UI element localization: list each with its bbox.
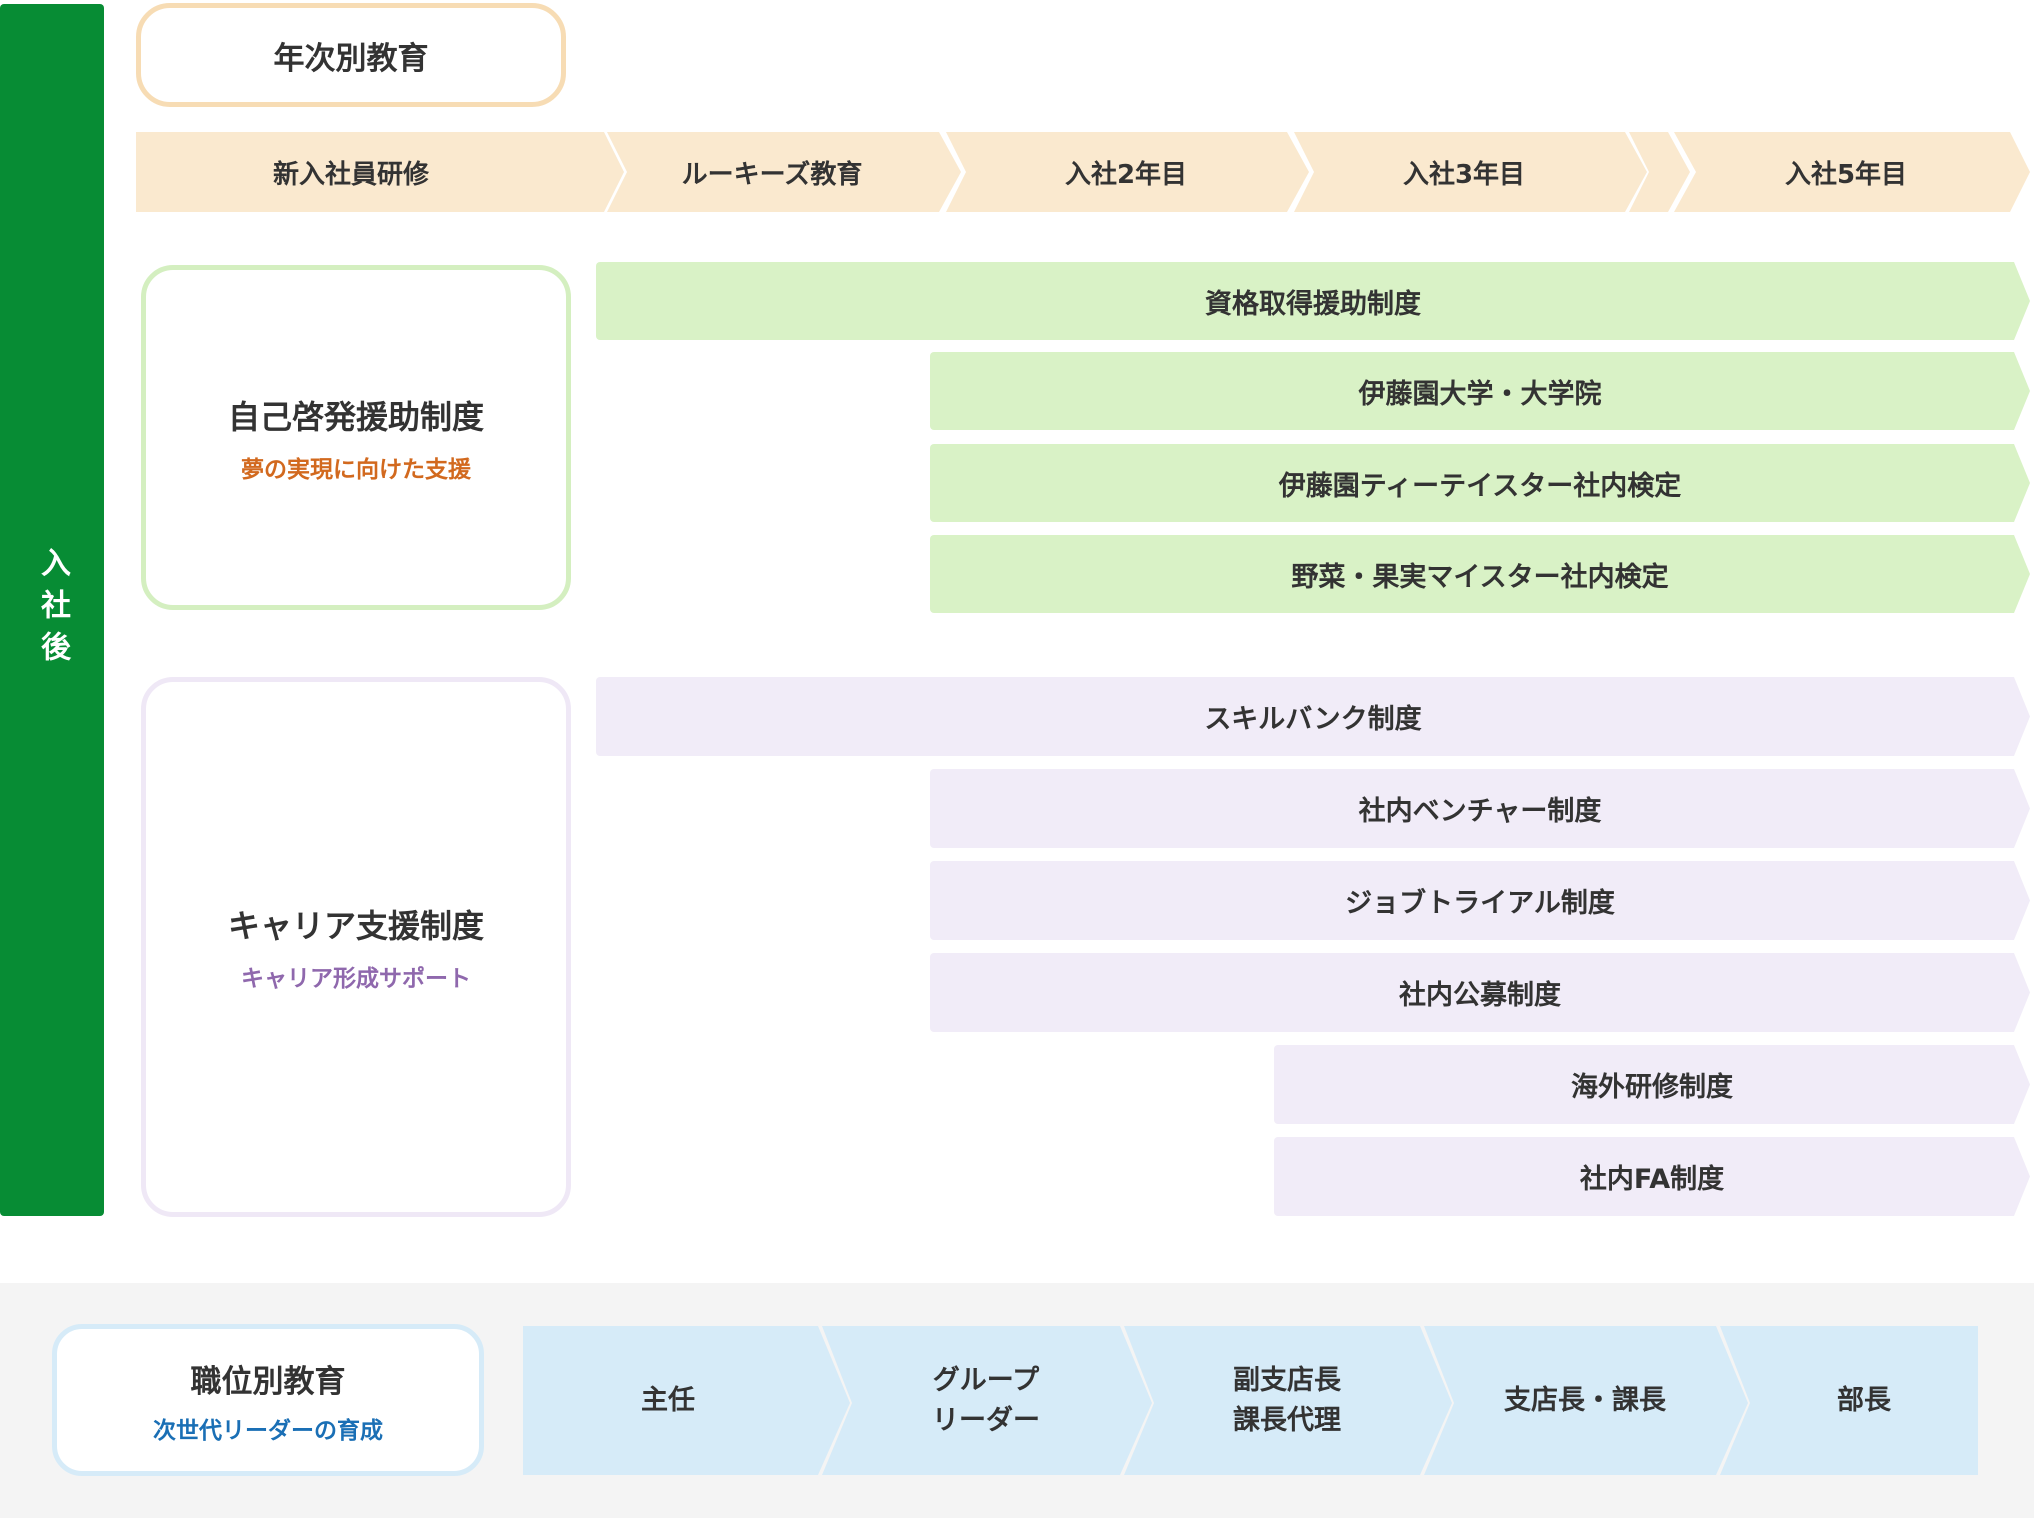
side-bar-label: 入社後 xyxy=(35,547,70,673)
self-dev-item-tea-taster: 伊藤園ティーテイスター社内検定 xyxy=(930,444,2030,522)
timeline-label-3: 入社2年目 xyxy=(1064,159,1188,190)
career-item-internal-fa: 社内FA制度 xyxy=(1274,1137,2030,1216)
career-title: キャリア支援制度 xyxy=(227,907,484,945)
timeline-label-4: 入社3年目 xyxy=(1402,159,1526,190)
role-chief: 主任 xyxy=(641,1385,695,1416)
timeline-label-5 xyxy=(1649,132,1669,212)
side-bar-after-joining: 入社後 xyxy=(0,4,104,1216)
career-item-overseas-training: 海外研修制度 xyxy=(1274,1045,2030,1124)
position-box: 職位別教育 次世代リーダーの育成 xyxy=(52,1324,484,1476)
role-group-leader: グループ リーダー xyxy=(932,1365,1040,1436)
year-education-box: 年次別教育 xyxy=(136,3,566,107)
role-deputy-branch-manager: 副支店長 課長代理 xyxy=(1233,1365,1341,1436)
career-subtitle: キャリア形成サポート xyxy=(241,966,471,992)
timeline-label-1: 新入社員研修 xyxy=(272,159,429,190)
position-subtitle: 次世代リーダーの育成 xyxy=(153,1417,383,1444)
career-item-skill-bank: スキルバンク制度 xyxy=(596,677,2030,756)
career-item-job-trial: ジョブトライアル制度 xyxy=(930,861,2030,940)
role-branch-manager: 支店長・課長 xyxy=(1504,1385,1666,1416)
year-education-title: 年次別教育 xyxy=(273,40,429,77)
timeline-label-6: 入社5年目 xyxy=(1784,159,1908,190)
timeline-label-2: ルーキーズ教育 xyxy=(681,159,863,190)
self-dev-box: 自己啓発援助制度 夢の実現に向けた支援 xyxy=(141,265,571,610)
career-item-venture: 社内ベンチャー制度 xyxy=(930,769,2030,848)
self-dev-item-vegetable-meister: 野菜・果実マイスター社内検定 xyxy=(930,535,2030,613)
career-item-internal-recruitment: 社内公募制度 xyxy=(930,953,2030,1032)
self-dev-item-university: 伊藤園大学・大学院 xyxy=(930,352,2030,430)
position-title: 職位別教育 xyxy=(190,1363,346,1400)
role-department-head: 部長 xyxy=(1837,1385,1891,1416)
self-dev-item-qualification: 資格取得援助制度 xyxy=(596,262,2030,340)
career-box: キャリア支援制度 キャリア形成サポート xyxy=(141,677,571,1217)
self-dev-title: 自己啓発援助制度 xyxy=(227,397,484,436)
self-dev-subtitle: 夢の実現に向けた支援 xyxy=(241,456,471,483)
